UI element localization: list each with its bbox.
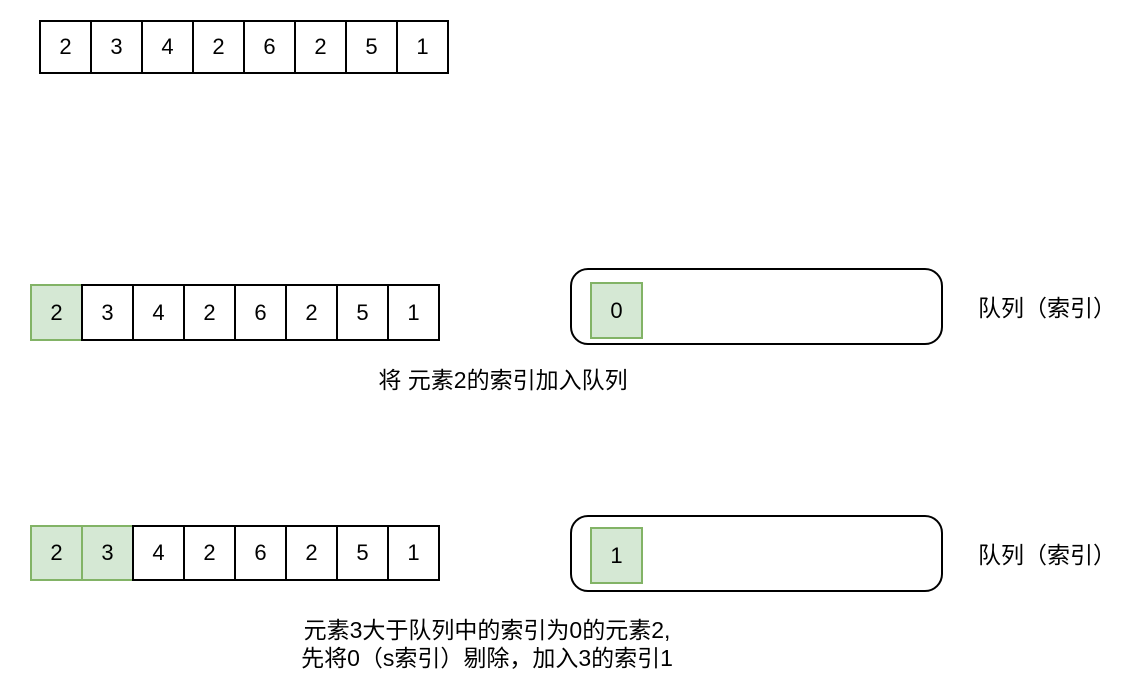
queue-box-step1: 0: [570, 268, 943, 345]
queue-label-step1: 队列（索引）: [978, 295, 1116, 321]
array-step2: 2 3 4 2 6 2 5 1: [30, 525, 440, 581]
array-cell: 1: [396, 20, 449, 74]
array-cell: 6: [243, 20, 296, 74]
array-cell: 6: [234, 284, 287, 341]
caption-step2: 元素3大于队列中的索引为0的元素2, 先将0（s索引）剔除，加入3的索引1: [301, 616, 673, 672]
array-cell: 5: [336, 525, 389, 581]
queue-cell: 0: [590, 282, 643, 339]
caption-step2-line1: 元素3大于队列中的索引为0的元素2,: [303, 617, 671, 643]
array-initial: 2 3 4 2 6 2 5 1: [39, 20, 449, 74]
array-cell: 5: [345, 20, 398, 74]
array-cell: 2: [285, 284, 338, 341]
array-cell: 2: [183, 525, 236, 581]
array-cell-highlighted: 2: [30, 284, 83, 341]
array-cell: 2: [183, 284, 236, 341]
array-cell: 1: [387, 525, 440, 581]
array-cell: 4: [132, 284, 185, 341]
queue-label-step2: 队列（索引）: [978, 542, 1116, 568]
array-cell: 4: [132, 525, 185, 581]
array-step1: 2 3 4 2 6 2 5 1: [30, 284, 440, 341]
array-cell-highlighted: 2: [30, 525, 83, 581]
array-cell: 3: [90, 20, 143, 74]
caption-step1: 将 元素2的索引加入队列: [378, 367, 628, 393]
array-cell: 4: [141, 20, 194, 74]
array-cell: 2: [285, 525, 338, 581]
array-cell: 1: [387, 284, 440, 341]
array-cell-highlighted: 3: [81, 525, 134, 581]
array-cell: 2: [294, 20, 347, 74]
caption-step2-line2: 先将0（s索引）剔除，加入3的索引1: [301, 645, 673, 671]
queue-box-step2: 1: [570, 515, 943, 592]
array-cell: 6: [234, 525, 287, 581]
array-cell: 5: [336, 284, 389, 341]
queue-cell: 1: [590, 527, 643, 584]
array-cell: 2: [192, 20, 245, 74]
array-cell: 2: [39, 20, 92, 74]
array-cell: 3: [81, 284, 134, 341]
